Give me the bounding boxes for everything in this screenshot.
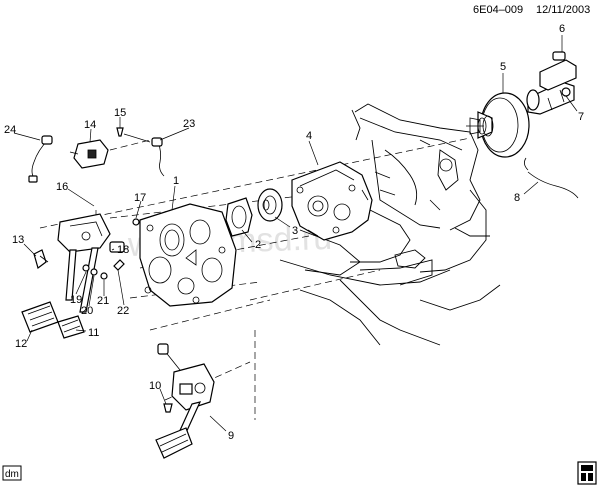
callout-14: 14	[84, 119, 96, 131]
seal-3	[257, 188, 283, 222]
callout-11: 11	[88, 327, 99, 339]
callout-3: 3	[292, 225, 298, 237]
publication-logo-icon	[577, 461, 597, 485]
brake-switch	[69, 139, 109, 169]
connector-23	[123, 133, 165, 177]
pedal-pad-12	[21, 301, 59, 333]
screw-15	[116, 127, 124, 137]
callout-20: 20	[81, 305, 93, 317]
connector-24	[28, 135, 53, 183]
accelerator-pedal-assembly	[155, 343, 215, 459]
vehicle-body-structure	[279, 103, 501, 346]
brake-hose	[524, 157, 579, 199]
figure-id: 6E04–009	[473, 4, 523, 16]
brake-pedal-assembly	[57, 213, 111, 313]
callout-1: 1	[173, 175, 179, 187]
callout-16: 16	[56, 181, 68, 193]
brake-booster	[466, 92, 530, 158]
dm-badge: dm	[2, 465, 22, 481]
figure-date: 12/11/2003	[536, 4, 590, 16]
callout-21: 21	[97, 295, 109, 307]
svg-text:dm: dm	[5, 469, 19, 480]
callout-8: 8	[514, 192, 520, 204]
callout-17: 17	[134, 192, 146, 204]
master-cylinder	[526, 51, 577, 115]
callout-labels: 1 2 3 4 5 6 7 8 9 10 11 12 13 14 15 16 1…	[4, 23, 584, 442]
callout-19: 19	[70, 294, 82, 306]
callout-15: 15	[114, 107, 126, 119]
callout-12: 12	[15, 338, 27, 350]
pedal-bracket-plate	[139, 203, 237, 307]
callout-13: 13	[12, 234, 24, 246]
seal-2	[225, 197, 253, 237]
callout-24: 24	[4, 124, 16, 136]
callout-6: 6	[559, 23, 565, 35]
callout-2: 2	[255, 239, 261, 251]
callout-22: 22	[117, 305, 129, 317]
leader-lines	[13, 35, 578, 432]
callout-10: 10	[149, 380, 161, 392]
callout-23: 23	[183, 118, 195, 130]
callout-9: 9	[228, 430, 234, 442]
callout-4: 4	[306, 130, 312, 142]
pedal-pad-11	[57, 315, 85, 339]
callout-18: 18	[117, 244, 129, 256]
spring-13	[33, 249, 49, 270]
callout-5: 5	[500, 61, 506, 73]
mounting-bracket	[291, 161, 373, 241]
callout-7: 7	[578, 111, 584, 123]
